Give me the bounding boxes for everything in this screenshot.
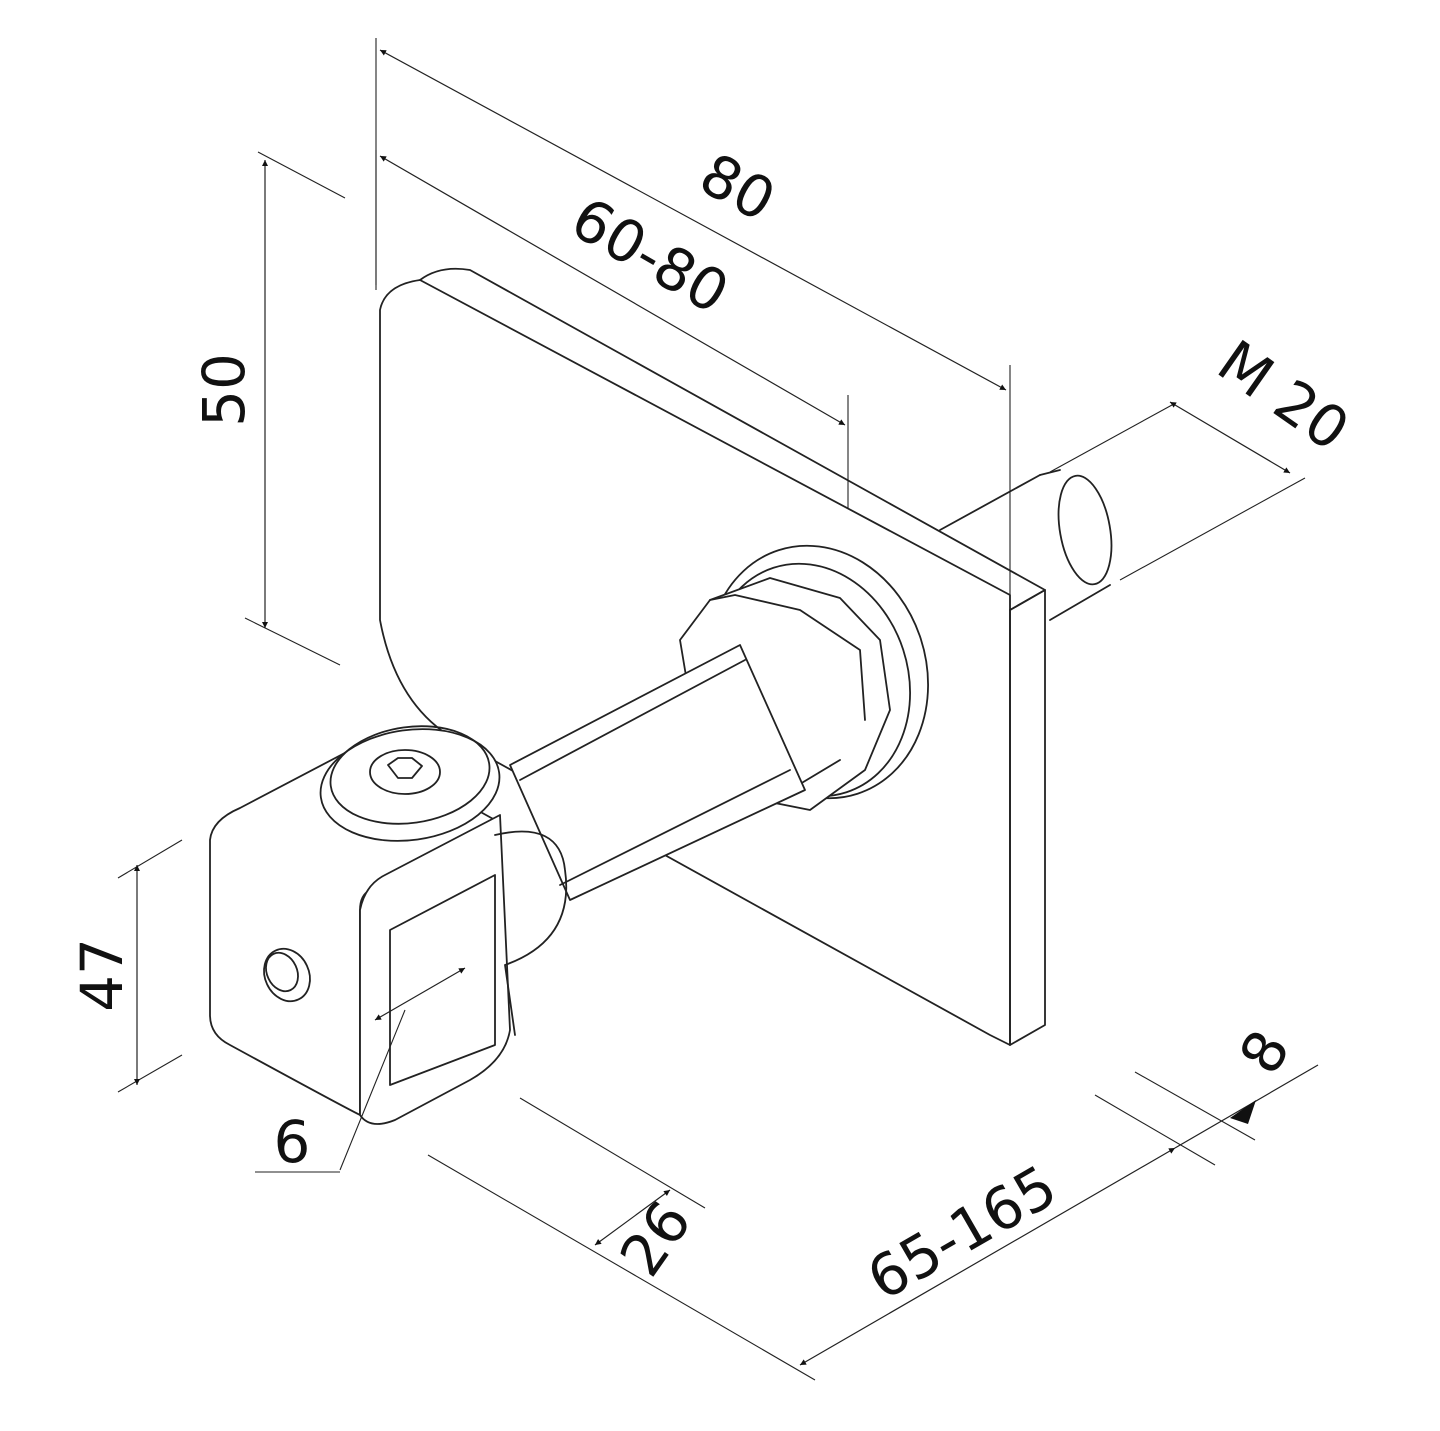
dimension-26-label: 26 bbox=[607, 1189, 705, 1288]
dimension-6: 6 bbox=[255, 967, 466, 1176]
dimension-26: 26 bbox=[519, 1097, 706, 1288]
dimension-8: 8 bbox=[1134, 1019, 1319, 1149]
dimension-65-165: 65-165 bbox=[427, 1094, 1216, 1381]
dimension-80-label: 80 bbox=[689, 140, 786, 235]
dimension-50: 50 bbox=[190, 151, 346, 666]
dimension-8-label: 8 bbox=[1226, 1019, 1303, 1085]
dimension-6-label: 6 bbox=[274, 1108, 311, 1176]
dimension-47-label: 47 bbox=[68, 938, 136, 1012]
dimension-65-165-label: 65-165 bbox=[856, 1152, 1068, 1314]
socket-head-screw bbox=[319, 725, 501, 842]
shaft bbox=[509, 644, 806, 901]
dimension-50-label: 50 bbox=[190, 353, 258, 427]
dimension-m20-label: M 20 bbox=[1206, 327, 1362, 464]
threaded-bolt bbox=[939, 469, 1113, 621]
dimension-47: 47 bbox=[68, 839, 183, 1093]
